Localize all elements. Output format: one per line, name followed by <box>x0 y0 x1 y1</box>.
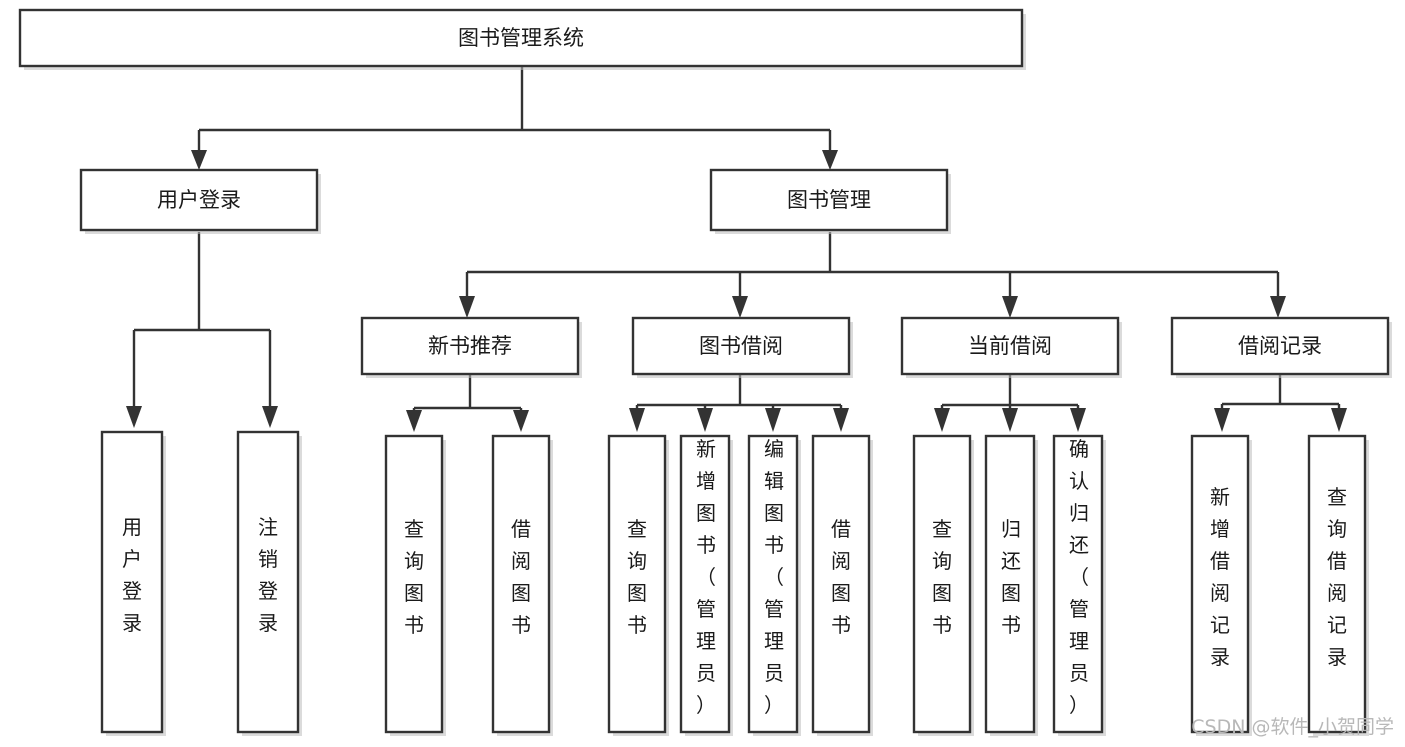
node-leaf-user-login-label: 用户登录 <box>122 515 142 635</box>
node-leaf-borrow-book-1[interactable]: 借阅图书 <box>491 434 553 736</box>
node-root[interactable]: 图书管理系统 <box>18 8 1026 70</box>
node-book-manage-box[interactable] <box>709 168 949 232</box>
node-leaf-borrow-book-2-box[interactable] <box>811 434 871 734</box>
edge-group-root <box>191 67 838 170</box>
arrow-head-leaf-borrow-book-2 <box>833 408 849 432</box>
node-leaf-query-book-3-box[interactable] <box>912 434 972 734</box>
node-leaf-add-record-label: 新增借阅记录 <box>1210 485 1230 669</box>
node-leaf-return-book-label: 归还图书 <box>1001 517 1021 637</box>
node-leaf-query-book-2-box[interactable] <box>607 434 667 734</box>
node-leaf-add-book[interactable]: 新增图书（管理员） <box>679 434 733 736</box>
arrow-head-leaf-query-record <box>1331 408 1347 432</box>
node-leaf-add-book-label: 新增图书（管理员） <box>696 437 716 717</box>
node-leaf-add-record-box[interactable] <box>1190 434 1250 734</box>
arrow-head-leaf-borrow-book-1 <box>513 410 529 432</box>
node-leaf-confirm-return-label: 确认归还（管理员） <box>1069 437 1089 717</box>
node-borrow-record-box[interactable] <box>1170 316 1390 376</box>
arrow-head-leaf-add-record <box>1214 408 1230 432</box>
node-leaf-confirm-return[interactable]: 确认归还（管理员） <box>1052 434 1106 736</box>
node-user-login-label: 用户登录 <box>157 188 241 212</box>
node-leaf-query-book-2-label: 查询图书 <box>627 517 647 637</box>
node-book-borrow-label: 图书借阅 <box>699 334 783 358</box>
node-current-borrow-label: 当前借阅 <box>968 334 1052 358</box>
node-leaf-edit-book-label: 编辑图书（管理员） <box>764 437 784 717</box>
edge-group-borrow-record <box>1214 375 1347 432</box>
edge-group-book-borrow <box>629 375 849 432</box>
node-leaf-confirm-return-box[interactable] <box>1052 434 1104 734</box>
node-leaf-query-book-1[interactable]: 查询图书 <box>384 434 446 736</box>
node-leaf-query-book-1-label: 查询图书 <box>404 517 424 637</box>
node-leaf-user-logout-label: 注销登录 <box>258 515 278 635</box>
node-leaf-query-record-box[interactable] <box>1307 434 1367 734</box>
arrow-head-leaf-edit-book <box>765 408 781 432</box>
node-borrow-record[interactable]: 借阅记录 <box>1170 316 1392 378</box>
node-leaf-query-book-3-label: 查询图书 <box>932 517 952 637</box>
node-leaf-user-login-box[interactable] <box>100 430 164 734</box>
node-leaf-return-book-box[interactable] <box>984 434 1036 734</box>
arrow-head-leaf-query-book-1 <box>406 410 422 432</box>
node-borrow-record-label: 借阅记录 <box>1238 334 1322 358</box>
node-user-login-box[interactable] <box>79 168 319 232</box>
node-current-borrow[interactable]: 当前借阅 <box>900 316 1122 378</box>
arrow-head-leaf-confirm-return <box>1070 408 1086 432</box>
node-new-book-recommend-label: 新书推荐 <box>428 334 512 358</box>
node-new-book-recommend-box[interactable] <box>360 316 580 376</box>
node-book-manage-label: 图书管理 <box>787 188 871 212</box>
arrow-head-borrow-record <box>1270 296 1286 318</box>
arrow-head-leaf-user-logout <box>262 406 278 428</box>
arrow-head-user-login <box>191 150 207 170</box>
node-root-box[interactable] <box>18 8 1024 68</box>
node-leaf-return-book[interactable]: 归还图书 <box>984 434 1038 736</box>
arrow-head-leaf-query-book-3 <box>934 408 950 432</box>
edge-group-current-borrow <box>934 375 1086 432</box>
node-root-label: 图书管理系统 <box>458 26 584 50</box>
node-leaf-edit-book[interactable]: 编辑图书（管理员） <box>747 434 801 736</box>
node-leaf-edit-book-box[interactable] <box>747 434 799 734</box>
edge-group-user-login <box>126 232 278 428</box>
node-user-login[interactable]: 用户登录 <box>79 168 321 234</box>
node-leaf-user-logout[interactable]: 注销登录 <box>236 430 302 736</box>
node-leaf-query-book-3[interactable]: 查询图书 <box>912 434 974 736</box>
edge-group-new-book-recommend <box>406 375 529 432</box>
node-leaf-borrow-book-2[interactable]: 借阅图书 <box>811 434 873 736</box>
node-new-book-recommend[interactable]: 新书推荐 <box>360 316 582 378</box>
node-book-borrow-box[interactable] <box>631 316 851 376</box>
arrow-head-leaf-add-book <box>697 408 713 432</box>
node-book-manage[interactable]: 图书管理 <box>709 168 951 234</box>
arrow-head-leaf-user-login <box>126 406 142 428</box>
arrow-head-leaf-return-book <box>1002 408 1018 432</box>
node-leaf-add-record[interactable]: 新增借阅记录 <box>1190 434 1252 736</box>
watermark-label: CSDN @软件_小贺同学 <box>1191 716 1394 738</box>
node-leaf-query-record-label: 查询借阅记录 <box>1327 485 1347 669</box>
edge-group-book-manage <box>459 232 1286 318</box>
node-leaf-query-record[interactable]: 查询借阅记录 <box>1307 434 1369 736</box>
node-leaf-add-book-box[interactable] <box>679 434 731 734</box>
node-leaf-borrow-book-2-label: 借阅图书 <box>831 517 851 637</box>
arrow-head-book-manage <box>822 150 838 170</box>
node-current-borrow-box[interactable] <box>900 316 1120 376</box>
arrow-head-new-book-recommend <box>459 296 475 318</box>
arrow-head-leaf-query-book-2 <box>629 408 645 432</box>
node-leaf-query-book-1-box[interactable] <box>384 434 444 734</box>
node-leaf-borrow-book-1-box[interactable] <box>491 434 551 734</box>
node-book-borrow[interactable]: 图书借阅 <box>631 316 853 378</box>
node-leaf-borrow-book-1-label: 借阅图书 <box>511 517 531 637</box>
arrow-head-book-borrow <box>732 296 748 318</box>
arrow-head-current-borrow <box>1002 296 1018 318</box>
node-leaf-query-book-2[interactable]: 查询图书 <box>607 434 669 736</box>
node-leaf-user-login[interactable]: 用户登录 <box>100 430 166 736</box>
node-leaf-user-logout-box[interactable] <box>236 430 300 734</box>
